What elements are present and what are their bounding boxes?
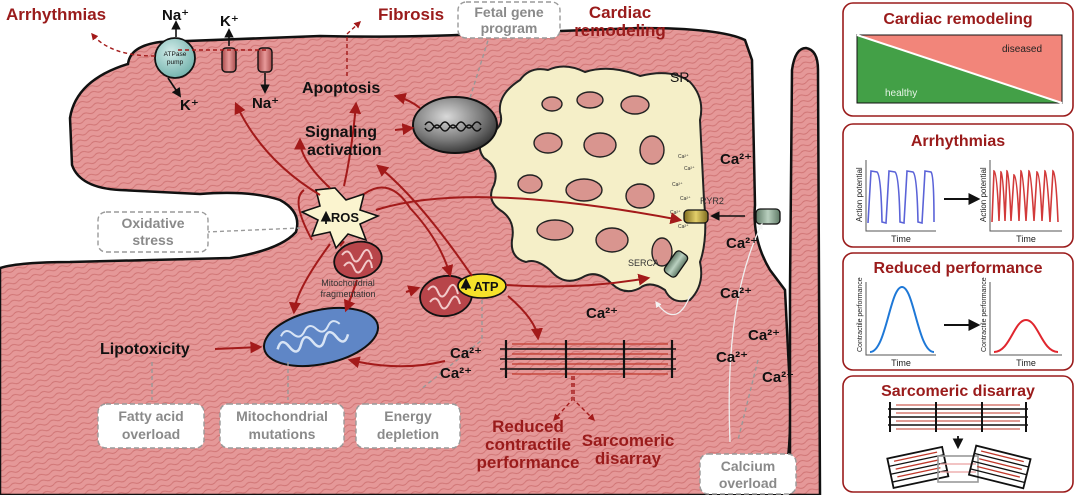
remodeling-healthy: healthy	[885, 88, 917, 99]
serca-label: SERCA	[628, 258, 659, 268]
ros-label: ROS	[331, 210, 360, 225]
na-bottom-label: Na⁺	[252, 95, 279, 112]
ros-burst: ROS	[299, 187, 381, 250]
remodeling-title: Cardiac remodeling	[883, 11, 1032, 28]
arrhythmias-title: Arrhythmias	[911, 133, 1005, 150]
oxidative-label-1: Oxidative	[121, 215, 184, 231]
energy-label-2: depletion	[377, 426, 439, 442]
energy-box	[355, 403, 461, 449]
ryr2-label: RYR2	[700, 196, 724, 206]
nucleus	[412, 96, 498, 154]
cardiac-remodeling-label-2: remodeling	[574, 21, 666, 40]
calcium-overload-label-1: Calcium	[721, 458, 775, 474]
mito-frag-label-2: fragmentation	[320, 289, 375, 299]
sr-ca-4: Ca²⁺	[680, 196, 691, 202]
mito-mut-label-1: Mitochondrial	[236, 408, 328, 424]
atpase-pump: ATPase pump	[154, 37, 196, 79]
calcium-overload-box	[699, 453, 797, 495]
ca-label-2: Ca²⁺	[726, 235, 758, 252]
ltype-channel	[755, 208, 781, 225]
sr-ca-1: Ca²⁺	[678, 154, 689, 160]
oxidative-label-2: stress	[132, 232, 173, 248]
atpase-label-1: ATPase	[164, 51, 187, 58]
ca-label-7: Ca²⁺	[762, 369, 794, 386]
sarcomeric-title: Sarcomeric disarray	[881, 383, 1035, 400]
k-channel	[221, 47, 237, 73]
reduced-contractile-label-3: performance	[477, 453, 580, 472]
arr-ylabel-2: Action potential	[979, 167, 988, 222]
ca-label-5: Ca²⁺	[748, 327, 780, 344]
cardiac-remodeling-label-1: Cardiac	[589, 3, 651, 22]
panel-cardiac-remodeling: Cardiac remodeling diseased healthy	[842, 2, 1074, 117]
fetal-gene-label-2: program	[481, 20, 538, 36]
fatty-acid-box	[97, 403, 205, 449]
sr-label: SR	[670, 69, 689, 85]
arr-ylabel-1: Action potential	[855, 167, 864, 222]
ca-label-6: Ca²⁺	[716, 349, 748, 366]
oxidative-box	[97, 211, 209, 253]
sr-ca-2: Ca²⁺	[684, 166, 695, 172]
ca-label-9: Ca²⁺	[440, 365, 472, 382]
performance-title: Reduced performance	[874, 260, 1043, 277]
fatty-acid-label-1: Fatty acid	[118, 408, 183, 424]
serca-pump	[663, 250, 689, 278]
lipotoxicity-label: Lipotoxicity	[100, 341, 190, 358]
fibrosis-label: Fibrosis	[378, 5, 444, 24]
ca-label-8: Ca²⁺	[450, 345, 482, 362]
ca-label-1: Ca²⁺	[720, 151, 752, 168]
atp-label: ATP	[473, 279, 498, 294]
arrhythmias-label: Arrhythmias	[6, 5, 106, 24]
sr-ca-6: Ca²⁺	[678, 224, 689, 230]
panel-reduced-performance: Reduced performance Contractile performa…	[842, 252, 1074, 371]
fetal-gene-box	[457, 1, 561, 39]
signaling-label-2: activation	[307, 142, 382, 159]
sr-ca-3: Ca²⁺	[672, 182, 683, 188]
reduced-contractile-label-1: Reduced	[492, 417, 564, 436]
panel-arrhythmias: Arrhythmias Action potential Action pote…	[842, 123, 1074, 248]
sarcomere-cell	[500, 340, 676, 378]
ca-label-3: Ca²⁺	[720, 285, 752, 302]
fetal-gene-label-1: Fetal gene	[474, 4, 543, 20]
sarc-disarray-label-2: disarray	[595, 449, 662, 468]
k-bottom-label: K⁺	[180, 97, 199, 114]
arr-xlabel-2: Time	[1016, 234, 1036, 244]
energy-label-1: Energy	[384, 408, 432, 424]
panel-sarcomeric-disarray: Sarcomeric disarray	[842, 375, 1074, 493]
apoptosis-label: Apoptosis	[302, 80, 380, 97]
signaling-label-1: Signaling	[305, 124, 377, 141]
sarc-disarray-label-1: Sarcomeric	[582, 431, 675, 450]
k-top-label: K⁺	[220, 13, 239, 30]
mito-mutations-box	[219, 403, 345, 449]
arr-xlabel-1: Time	[891, 234, 911, 244]
na-channel	[257, 47, 273, 73]
fatty-acid-label-2: overload	[122, 426, 180, 442]
mitochondrion-main	[262, 306, 380, 368]
sarcoplasmic-reticulum: SR Ca²⁺ Ca²⁺ Ca²⁺ Ca²⁺ Ca²⁺ Ca²⁺ RYR2 SE…	[478, 65, 724, 303]
calcium-overload-label-2: overload	[719, 475, 777, 491]
remodeling-diseased: diseased	[1002, 44, 1042, 55]
reduced-contractile-label-2: contractile	[485, 435, 571, 454]
mitochondrion-fragment	[333, 240, 383, 280]
sr-ca-5: Ca²⁺	[670, 210, 681, 216]
perf-ylabel-1: Contractile performance	[857, 277, 864, 352]
mito-frag-label-1: Mitochondrial	[321, 278, 375, 288]
perf-xlabel-2: Time	[1016, 358, 1036, 368]
na-top-label: Na⁺	[162, 7, 189, 24]
ca-label-4: Ca²⁺	[586, 305, 618, 322]
ryr2-channel	[683, 209, 709, 224]
atpase-label-2: pump	[167, 59, 184, 66]
perf-xlabel-1: Time	[891, 358, 911, 368]
atp-badge: ATP	[457, 273, 507, 299]
pathway-arrows	[214, 92, 683, 369]
perf-ylabel-2: Contractile performance	[981, 277, 988, 352]
mito-mut-label-2: mutations	[249, 426, 316, 442]
